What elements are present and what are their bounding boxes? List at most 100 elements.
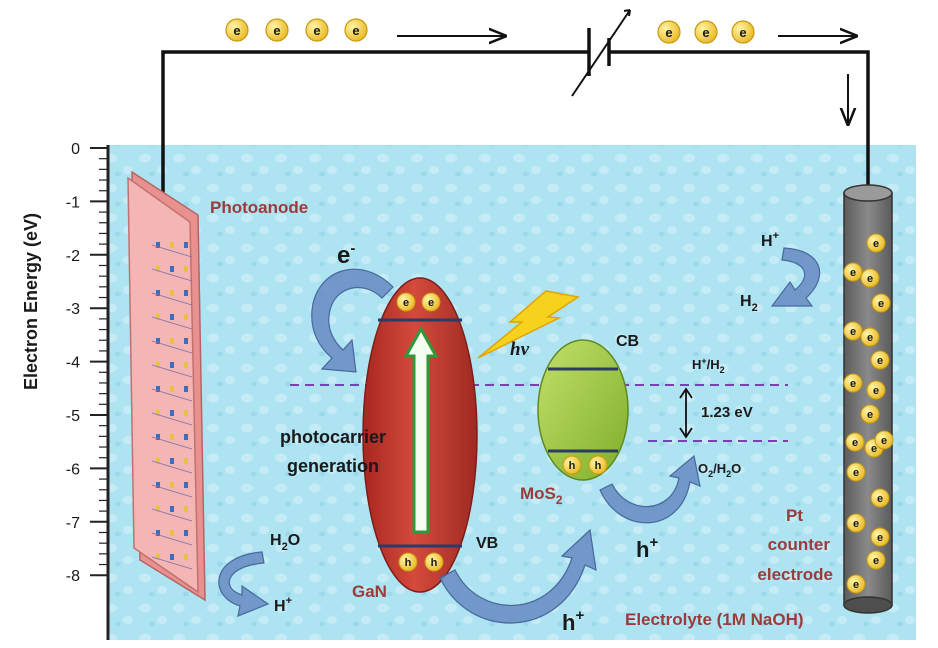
- lattice-bond: [151, 364, 193, 378]
- svg-text:e: e: [853, 579, 859, 591]
- lattice-atom: [170, 266, 174, 272]
- svg-text:e: e: [352, 23, 359, 38]
- lattice-bond: [151, 508, 193, 522]
- svg-text:e: e: [867, 332, 873, 344]
- lattice-atom: [156, 362, 160, 368]
- electron-icon: e: [843, 321, 863, 341]
- electron-transfer-arrow: [311, 268, 394, 373]
- photoanode-lattice: [151, 242, 193, 570]
- svg-text:h: h: [431, 557, 438, 569]
- electron-icon: e: [843, 262, 863, 282]
- lattice-atom: [184, 530, 188, 536]
- lattice-atom: [156, 434, 160, 440]
- lattice-atom: [184, 554, 188, 560]
- lattice-atom: [184, 434, 188, 440]
- lattice-atom: [184, 506, 188, 512]
- axis-tick-label: -3: [66, 301, 80, 318]
- svg-text:e: e: [867, 409, 873, 421]
- svg-text:e: e: [853, 467, 859, 479]
- lattice-atom: [184, 458, 188, 464]
- gan-holes: h h: [398, 552, 444, 572]
- svg-text:e: e: [877, 355, 883, 367]
- electron-icon: e: [860, 268, 880, 288]
- lattice-bond: [151, 532, 193, 546]
- pt-label-2: counter: [768, 535, 831, 554]
- lattice-atom: [156, 458, 160, 464]
- energy-axis: 0-1-2-3-4-5-6-7-8: [66, 141, 110, 640]
- svg-text:e: e: [878, 298, 884, 310]
- lattice-bond: [151, 292, 193, 306]
- wire-electrons-right: e e e: [657, 20, 755, 44]
- lattice-atom: [170, 554, 174, 560]
- svg-text:h: h: [569, 460, 576, 472]
- lattice-atom: [184, 410, 188, 416]
- axis-tick-label: -1: [66, 194, 80, 211]
- svg-text:e: e: [873, 238, 879, 250]
- svg-text:e: e: [853, 518, 859, 530]
- electron-icon: e: [846, 462, 866, 482]
- lattice-atom: [156, 506, 160, 512]
- electron-icon: e: [871, 293, 891, 313]
- lattice-atom: [170, 410, 174, 416]
- lattice-atom: [170, 338, 174, 344]
- electron-icon: e: [870, 527, 890, 547]
- cb-label: CB: [616, 333, 639, 350]
- lattice-atom: [156, 554, 160, 560]
- o2-h2o-level-label: O2/H2O: [698, 461, 741, 479]
- electron-icon: e: [845, 432, 865, 452]
- svg-text:e: e: [665, 25, 672, 40]
- gan-label: GaN: [352, 582, 387, 601]
- vb-label: VB: [476, 535, 498, 552]
- lattice-atom: [170, 506, 174, 512]
- lattice-atom: [156, 482, 160, 488]
- hole-transfer-arrow-2: [599, 454, 701, 524]
- axis-tick-label: -6: [66, 461, 80, 478]
- svg-text:e: e: [867, 273, 873, 285]
- svg-text:e: e: [428, 297, 434, 309]
- svg-text:e: e: [873, 385, 879, 397]
- hole-plus-label-2: h+: [562, 607, 584, 635]
- svg-text:e: e: [403, 297, 409, 309]
- svg-text:e: e: [850, 326, 856, 338]
- lattice-atom: [184, 266, 188, 272]
- lattice-bond: [151, 460, 193, 474]
- lattice-atom: [156, 266, 160, 272]
- lattice-bond: [151, 556, 193, 570]
- mos2-label: MoS2: [520, 484, 563, 507]
- photocarrier-label-2: generation: [287, 456, 379, 476]
- lattice-atom: [156, 338, 160, 344]
- axis-tick-label: -8: [66, 568, 80, 585]
- lattice-atom: [156, 410, 160, 416]
- lattice-bond: [151, 316, 193, 330]
- lattice-atom: [184, 386, 188, 392]
- svg-text:e: e: [852, 437, 858, 449]
- lattice-atom: [184, 338, 188, 344]
- lattice-atom: [170, 314, 174, 320]
- electron-icon: e: [860, 327, 880, 347]
- lattice-atom: [184, 362, 188, 368]
- electron-minus-label: e-: [337, 240, 355, 269]
- h-plus-right-label: H+: [761, 230, 779, 250]
- svg-text:e: e: [877, 532, 883, 544]
- lattice-atom: [156, 242, 160, 248]
- electron-icon: e: [870, 350, 890, 370]
- svg-text:e: e: [871, 443, 877, 455]
- axis-label: Electron Energy (eV): [21, 213, 41, 390]
- electron-icon: e: [846, 513, 866, 533]
- lattice-bond: [151, 484, 193, 498]
- axis-tick-label: -2: [66, 248, 80, 265]
- svg-text:h: h: [405, 557, 412, 569]
- svg-text:e: e: [873, 555, 879, 567]
- pt-label-3: electrode: [757, 565, 833, 584]
- lattice-bond: [151, 244, 193, 258]
- lattice-bond: [151, 340, 193, 354]
- lattice-atom: [184, 482, 188, 488]
- external-circuit: [161, 50, 870, 195]
- svg-text:e: e: [313, 23, 320, 38]
- hole-plus-label-1: h+: [636, 534, 658, 562]
- svg-text:e: e: [233, 23, 240, 38]
- svg-text:e: e: [739, 25, 746, 40]
